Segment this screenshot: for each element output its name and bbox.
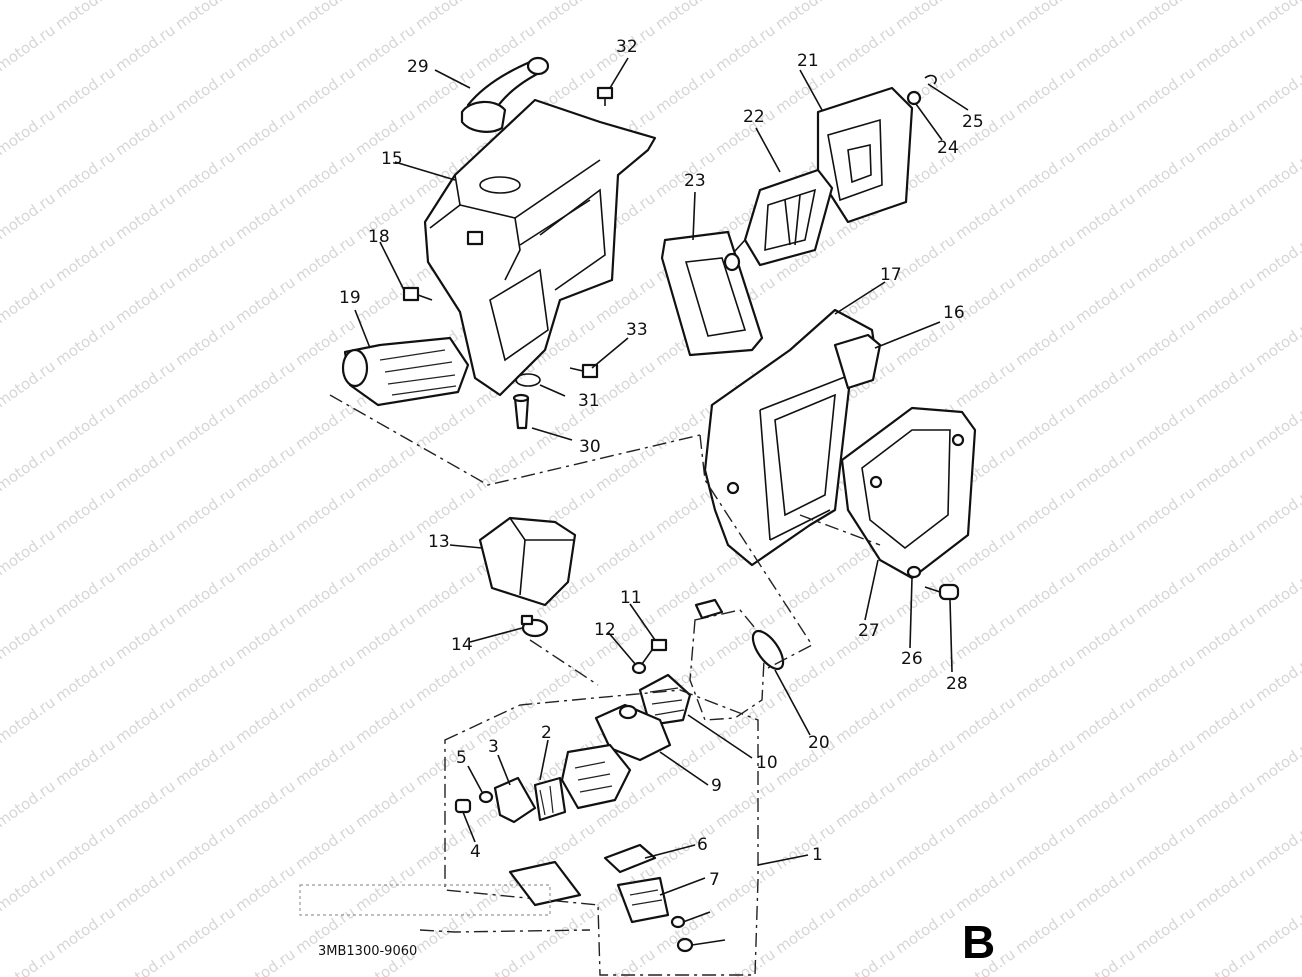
part-20-clamp bbox=[751, 629, 785, 671]
callout-31: 31 bbox=[578, 391, 600, 411]
callout-33: 33 bbox=[626, 320, 648, 340]
part-18-bolt bbox=[402, 286, 433, 302]
part-3-reed-plate bbox=[493, 776, 567, 824]
callout-22: 22 bbox=[743, 107, 765, 127]
part-5b-washer bbox=[670, 915, 686, 929]
callout-5: 5 bbox=[456, 748, 467, 768]
part-29-intake-pipe bbox=[460, 56, 550, 133]
part-33-bolt bbox=[569, 363, 599, 379]
callout-14: 14 bbox=[451, 635, 473, 655]
part-11-screw bbox=[641, 638, 668, 665]
callout-28: 28 bbox=[946, 674, 968, 694]
carburetor-reference bbox=[689, 598, 766, 721]
part-13-cap bbox=[478, 516, 577, 607]
leader-lines bbox=[354, 57, 969, 946]
callout-6: 6 bbox=[697, 835, 708, 855]
callout-9: 9 bbox=[711, 776, 722, 796]
part-16-damper bbox=[833, 333, 882, 390]
part-28-screw bbox=[924, 583, 960, 601]
callout-4: 4 bbox=[470, 842, 481, 862]
callout-16: 16 bbox=[943, 303, 965, 323]
part-17-side-cover bbox=[703, 308, 877, 567]
callout-10: 10 bbox=[756, 753, 778, 773]
corner-letter: B bbox=[962, 916, 995, 968]
part-14-clamp bbox=[520, 614, 549, 638]
callout-30: 30 bbox=[579, 437, 601, 457]
part-27-panel bbox=[840, 406, 977, 580]
part-6-gasket bbox=[508, 843, 657, 907]
part-31-clamp bbox=[515, 373, 541, 387]
callout-11: 11 bbox=[620, 588, 642, 608]
part-number-box bbox=[299, 884, 591, 933]
callout-12: 12 bbox=[594, 620, 616, 640]
callout-32: 32 bbox=[616, 37, 638, 57]
callout-3: 3 bbox=[488, 737, 499, 757]
callout-25: 25 bbox=[962, 112, 984, 132]
part-32-bolt bbox=[596, 86, 614, 106]
part-12-washer bbox=[631, 661, 647, 675]
callout-27: 27 bbox=[858, 621, 880, 641]
callout-19: 19 bbox=[339, 288, 361, 308]
part-5-washer bbox=[478, 790, 494, 804]
part-26-grommet bbox=[906, 565, 922, 579]
callout-15: 15 bbox=[381, 149, 403, 169]
callout-13: 13 bbox=[428, 532, 450, 552]
part-4b-screw bbox=[676, 937, 694, 953]
part-23-seat bbox=[660, 230, 764, 357]
assembly-outline bbox=[329, 394, 881, 686]
callout-29: 29 bbox=[407, 57, 429, 77]
part-25-clip bbox=[924, 74, 937, 85]
part-4-screw bbox=[454, 798, 472, 814]
part-7-reed bbox=[616, 876, 670, 924]
part-15-air-box bbox=[423, 98, 657, 397]
callout-18: 18 bbox=[368, 227, 390, 247]
callout-1: 1 bbox=[812, 845, 823, 865]
callout-2: 2 bbox=[541, 723, 552, 743]
part-30-drain bbox=[512, 393, 530, 430]
part-1-reed-valve-group bbox=[444, 689, 759, 976]
callout-20: 20 bbox=[808, 733, 830, 753]
part-19-joint bbox=[341, 336, 470, 407]
callout-labels: 1234567910111213141516171819202122232425… bbox=[339, 37, 984, 890]
callout-24: 24 bbox=[937, 138, 959, 158]
part-22-guide bbox=[724, 168, 834, 267]
callout-21: 21 bbox=[797, 51, 819, 71]
part-9-manifold bbox=[594, 703, 672, 762]
part-24-washer bbox=[906, 90, 922, 106]
callout-7: 7 bbox=[709, 870, 720, 890]
part-code-label: 3MB1300-9060 bbox=[318, 944, 417, 959]
callout-17: 17 bbox=[880, 265, 902, 285]
callout-26: 26 bbox=[901, 649, 923, 669]
part-2-reed-block bbox=[560, 743, 632, 810]
callout-23: 23 bbox=[684, 171, 706, 191]
